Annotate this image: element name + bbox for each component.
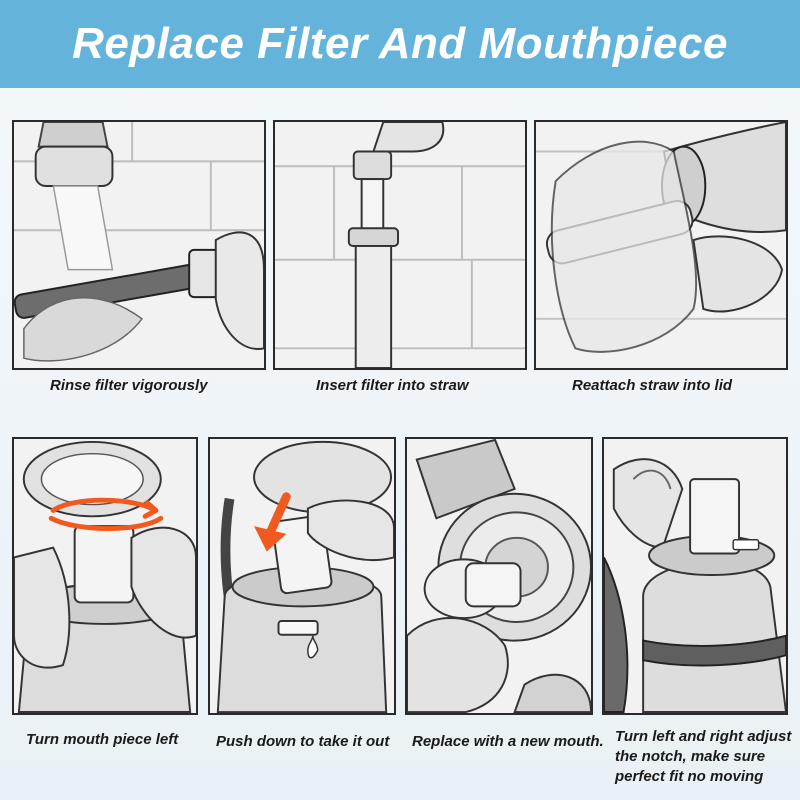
step-7-caption-line-2: the notch, make sure [615, 748, 766, 765]
rotate-arrows-icon [48, 497, 164, 531]
turn-mouthpiece-sketch [14, 439, 196, 713]
step-1-caption: Rinse filter vigorously [50, 377, 208, 394]
down-arrow-icon [254, 492, 291, 552]
rinse-filter-sketch [14, 122, 264, 368]
step-7-caption-line-3: perfect fit no moving [615, 768, 764, 785]
step-1-image [12, 120, 266, 370]
replace-mouthpiece-sketch [407, 439, 591, 713]
insert-filter-sketch [275, 122, 525, 368]
step-2-caption: Insert filter into straw [316, 377, 469, 394]
adjust-notch-sketch [604, 439, 786, 713]
reattach-straw-sketch [536, 122, 786, 368]
step-7-caption: Turn left and right adjust the notch, ma… [615, 727, 795, 787]
step-5-image [208, 437, 396, 715]
step-4-image [12, 437, 198, 715]
step-6-image [405, 437, 593, 715]
step-7-image [602, 437, 788, 715]
push-down-sketch [210, 439, 394, 713]
step-3-image [534, 120, 788, 370]
title-banner: Replace Filter And Mouthpiece [0, 0, 800, 88]
page-title: Replace Filter And Mouthpiece [72, 19, 728, 68]
step-2-image [273, 120, 527, 370]
step-4-caption: Turn mouth piece left [26, 731, 179, 748]
step-7-caption-line-1: Turn left and right adjust [615, 728, 792, 745]
step-5-caption: Push down to take it out [216, 733, 390, 750]
step-3-caption: Reattach straw into lid [572, 377, 733, 394]
step-6-caption: Replace with a new mouth. [412, 733, 604, 750]
